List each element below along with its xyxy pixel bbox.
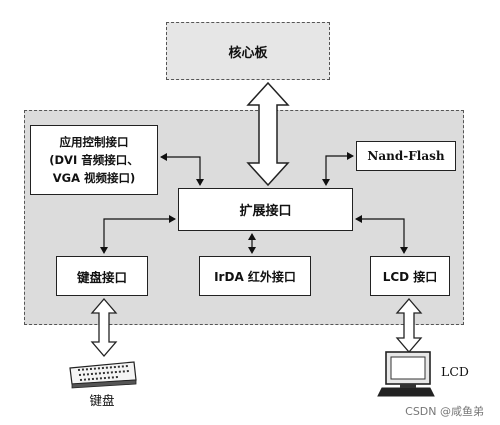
irda-interface-box: [199, 256, 311, 296]
core-board-box: [166, 22, 330, 80]
irda-interface-label: IrDA 红外接口: [214, 269, 296, 284]
app-control-interface-label: 应用控制接口 (DVI 音频接口、 VGA 视频接口): [30, 125, 158, 195]
app-control-line-3: VGA 视频接口): [52, 171, 136, 185]
watermark: CSDN @咸鱼弟: [405, 405, 484, 418]
lcd-interface-box: [370, 256, 450, 296]
lcd-monitor-icon: [377, 351, 435, 397]
app-control-line-2: (DVI 音频接口、: [49, 153, 139, 167]
keyboard-interface-box: [56, 256, 148, 296]
keyboard-device-icon: [69, 361, 137, 389]
expansion-to-lcd-connector: [355, 215, 408, 254]
keyboard-device-label: 键盘: [89, 392, 115, 408]
expansion-interface-box: [178, 188, 353, 231]
keyboard-interface-label: 键盘接口: [76, 269, 127, 285]
app-to-expansion-connector: [160, 153, 204, 186]
lcd-device-label: LCD: [441, 363, 469, 379]
nand-flash-box: [356, 141, 456, 171]
nand-to-expansion-connector: [322, 152, 354, 186]
keyboard-link-arrow: [90, 298, 118, 357]
core-board-label: 核心板: [228, 45, 268, 61]
expansion-interface-label: 扩展接口: [239, 204, 292, 219]
expansion-to-keyboard-connector: [100, 215, 176, 254]
nand-flash-label: Nand-Flash: [367, 149, 445, 163]
app-control-line-1: 应用控制接口: [59, 135, 129, 149]
core-bus-arrow: [246, 81, 290, 187]
lcd-interface-label: LCD 接口: [382, 269, 438, 284]
lcd-link-arrow: [395, 298, 423, 353]
app-control-interface-box: [30, 125, 158, 195]
